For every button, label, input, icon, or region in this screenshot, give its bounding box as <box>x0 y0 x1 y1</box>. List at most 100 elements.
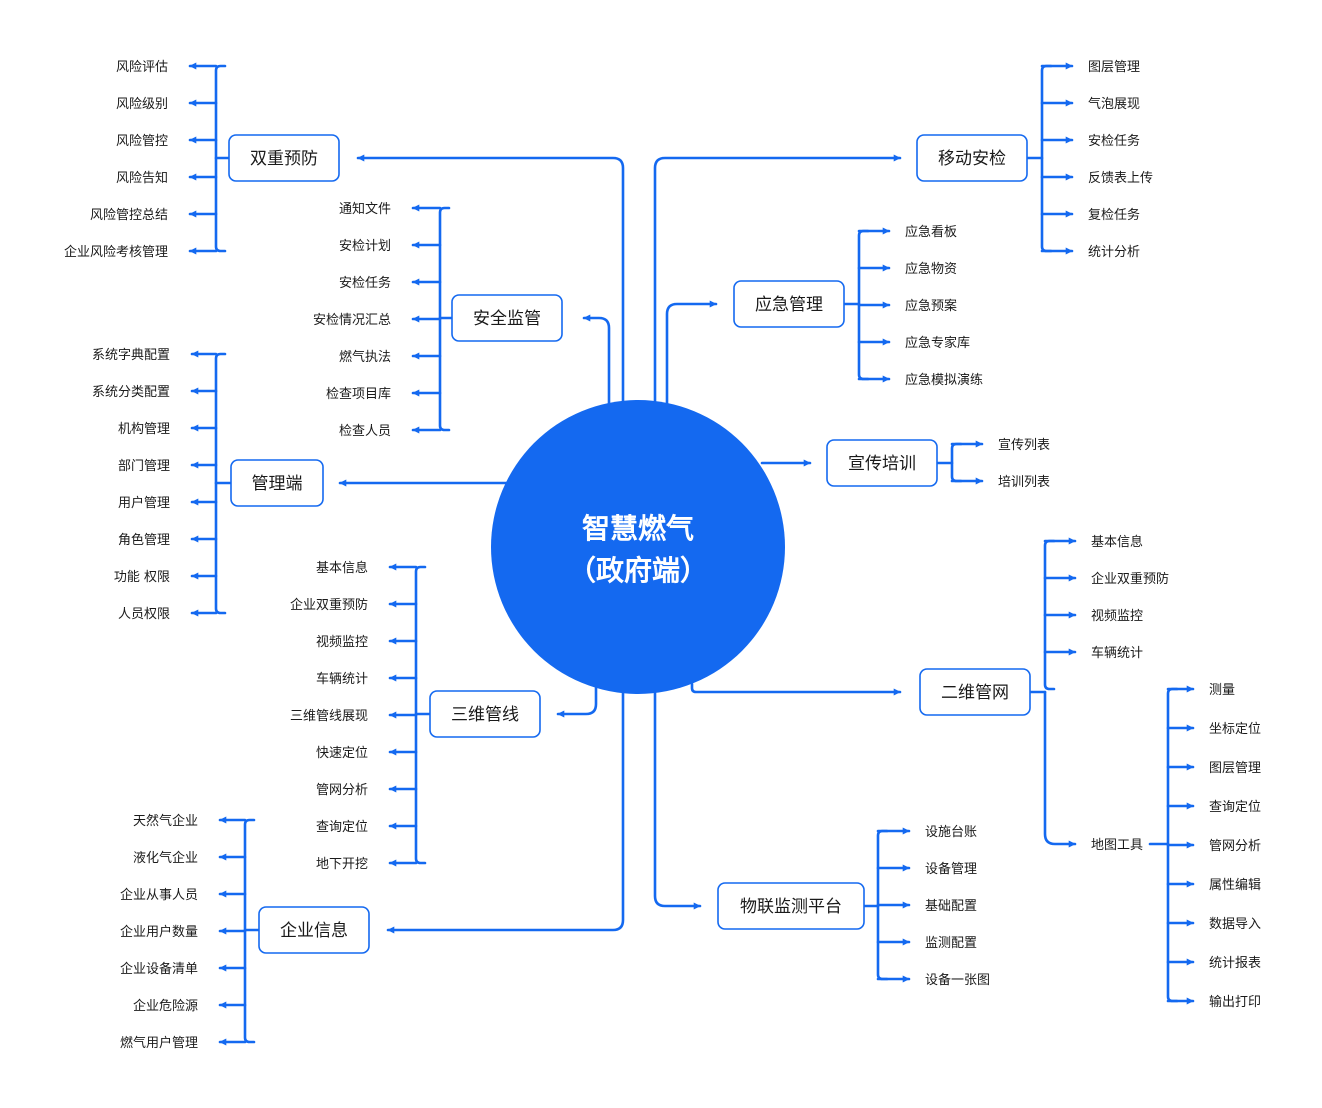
leaf-item[interactable]: 用户管理 <box>118 495 170 511</box>
branch-box <box>230 459 324 507</box>
leaf-item[interactable]: 燃气用户管理 <box>120 1035 198 1051</box>
leaf-item[interactable]: 查询定位 <box>316 820 368 835</box>
leaf-item[interactable]: 应急模拟演练 <box>905 372 983 388</box>
leaf-item[interactable]: 数据导入 <box>1209 917 1261 932</box>
leaf-item[interactable]: 图层管理 <box>1088 60 1140 75</box>
leaf-item[interactable]: 管网分析 <box>316 783 368 798</box>
trunk-emergency <box>665 300 718 407</box>
leaf-arrow <box>1043 690 1077 848</box>
leaf-item[interactable]: 安检计划 <box>339 239 391 254</box>
branch-safety[interactable]: 安全监管 <box>451 294 563 342</box>
leaf-item[interactable]: 企业双重预防 <box>1091 571 1169 587</box>
leaf-item[interactable]: 风险管控 <box>116 134 168 149</box>
branch-label: 双重预防 <box>250 149 318 169</box>
branch-label: 应急管理 <box>755 295 823 315</box>
leaf-item[interactable]: 液化气企业 <box>133 850 198 866</box>
leaf-item[interactable]: 基础配置 <box>925 899 977 914</box>
trunk-enterprise <box>386 688 625 934</box>
branch-admin[interactable]: 管理端 <box>230 459 324 507</box>
branch-label: 管理端 <box>252 474 303 494</box>
leaf-item[interactable]: 角色管理 <box>118 532 170 548</box>
branch-enterprise[interactable]: 企业信息 <box>258 906 370 954</box>
leaf-item[interactable]: 统计分析 <box>1088 245 1140 260</box>
leaf-item[interactable]: 视频监控 <box>1091 609 1143 624</box>
leaf-item[interactable]: 视频监控 <box>316 635 368 650</box>
leaf-item[interactable]: 安检任务 <box>339 275 391 291</box>
leaf-item[interactable]: 监测配置 <box>925 936 977 951</box>
leaf-item[interactable]: 应急看板 <box>905 224 957 240</box>
leaf-item[interactable]: 燃气执法 <box>339 349 391 365</box>
leaf-item[interactable]: 企业危险源 <box>133 998 198 1014</box>
leaf-item[interactable]: 风险告知 <box>116 170 168 186</box>
leaf-item[interactable]: 测量 <box>1209 683 1235 698</box>
leaf-item[interactable]: 功能 权限 <box>114 569 170 585</box>
leaf-item[interactable]: 地图工具 <box>1091 838 1143 853</box>
leaf-item[interactable]: 安检情况汇总 <box>313 313 391 328</box>
leaf-item[interactable]: 复检任务 <box>1088 207 1140 223</box>
center-node[interactable]: 智慧燃气（政府端） <box>491 400 785 694</box>
leaf-item[interactable]: 基本信息 <box>1091 534 1143 550</box>
leaf-item[interactable]: 快速定位 <box>316 746 368 761</box>
leaf-item[interactable]: 车辆统计 <box>1091 645 1143 661</box>
branch-box <box>228 134 340 182</box>
branch-training[interactable]: 宣传培训 <box>826 439 938 487</box>
leaf-item[interactable]: 属性编辑 <box>1209 878 1261 893</box>
leaf-item[interactable]: 通知文件 <box>339 201 391 217</box>
leaf-item[interactable]: 基本信息 <box>316 560 368 576</box>
leaf-item[interactable]: 企业设备清单 <box>120 961 198 977</box>
branch-box <box>717 882 865 930</box>
branch-pipe2d[interactable]: 二维管网 <box>919 668 1031 716</box>
leaf-item[interactable]: 车辆统计 <box>316 671 368 687</box>
leaf-item[interactable]: 风险管控总结 <box>90 208 168 223</box>
leaf-item[interactable]: 设施台账 <box>925 825 977 840</box>
leaf-item[interactable]: 安检任务 <box>1088 133 1140 149</box>
leaf-item[interactable]: 图层管理 <box>1209 761 1261 776</box>
leaf-item[interactable]: 设备一张图 <box>925 972 990 988</box>
leaf-item[interactable]: 人员权限 <box>118 606 170 622</box>
leaf-item[interactable]: 企业从事人员 <box>120 887 198 903</box>
trunk-safety <box>582 314 611 407</box>
leaf-item[interactable]: 反馈表上传 <box>1088 171 1153 186</box>
leaf-item[interactable]: 宣传列表 <box>998 437 1050 453</box>
leaf-item[interactable]: 设备管理 <box>925 861 977 877</box>
branch-box <box>733 280 845 328</box>
branch-label: 安全监管 <box>473 309 541 329</box>
leaf-item[interactable]: 检查项目库 <box>326 386 391 402</box>
center-circle <box>491 400 785 694</box>
leaf-item[interactable]: 输出打印 <box>1209 994 1261 1010</box>
leaf-item[interactable]: 企业用户数量 <box>120 924 198 940</box>
leaf-item[interactable]: 三维管线展现 <box>290 709 368 724</box>
leaf-item[interactable]: 管网分析 <box>1209 839 1261 854</box>
branch-label: 宣传培训 <box>848 454 916 474</box>
leaf-item[interactable]: 坐标定位 <box>1209 722 1261 737</box>
leaf-item[interactable]: 应急预案 <box>905 298 957 314</box>
leaf-item[interactable]: 企业风险考核管理 <box>64 244 168 260</box>
leaf-item[interactable]: 气泡展现 <box>1088 96 1140 112</box>
branch-iot[interactable]: 物联监测平台 <box>717 882 865 930</box>
branch-label: 企业信息 <box>280 921 348 941</box>
branch-label: 二维管网 <box>941 683 1009 703</box>
leaf-item[interactable]: 应急专家库 <box>905 335 970 351</box>
branch-box <box>429 690 541 738</box>
branch-emergency[interactable]: 应急管理 <box>733 280 845 328</box>
leaf-item[interactable]: 部门管理 <box>118 459 170 474</box>
leaf-item[interactable]: 风险评估 <box>116 60 168 75</box>
leaf-item[interactable]: 系统分类配置 <box>92 385 170 400</box>
leaf-item[interactable]: 检查人员 <box>339 424 391 439</box>
leaf-item[interactable]: 地下开挖 <box>316 857 368 872</box>
leaf-item[interactable]: 查询定位 <box>1209 800 1261 815</box>
leaf-item[interactable]: 培训列表 <box>998 474 1050 490</box>
leaf-item[interactable]: 系统字典配置 <box>92 348 170 363</box>
branch-box <box>919 668 1031 716</box>
leaf-item[interactable]: 天然气企业 <box>133 813 198 829</box>
branch-dual[interactable]: 双重预防 <box>228 134 340 182</box>
leaf-item[interactable]: 统计报表 <box>1209 956 1261 971</box>
branch-box <box>826 439 938 487</box>
branch-mobile[interactable]: 移动安检 <box>916 134 1028 182</box>
leaf-item[interactable]: 企业双重预防 <box>290 597 368 613</box>
leaf-item[interactable]: 风险级别 <box>116 97 168 112</box>
branch-pipe3d[interactable]: 三维管线 <box>429 690 541 738</box>
leaf-item[interactable]: 机构管理 <box>118 422 170 437</box>
leaf-item[interactable]: 应急物资 <box>905 261 957 277</box>
